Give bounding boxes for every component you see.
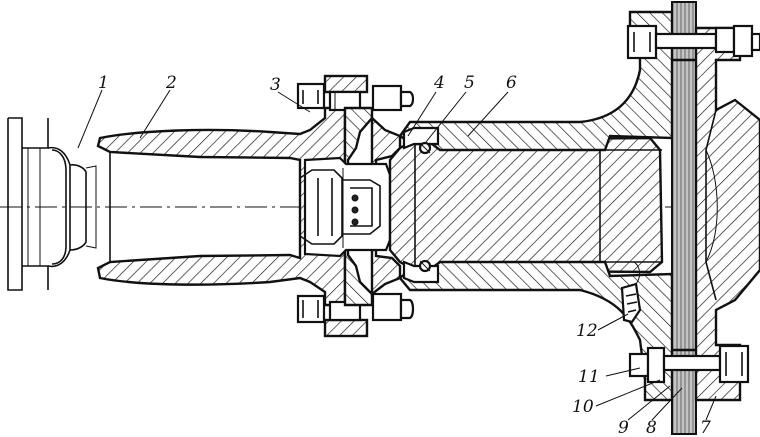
left-hub-housing bbox=[96, 106, 347, 307]
callout-10: 10 bbox=[572, 397, 594, 417]
callout-9: 9 bbox=[618, 418, 629, 437]
callout-11: 11 bbox=[578, 367, 600, 387]
leader-lines bbox=[77, 89, 717, 421]
main-shaft bbox=[388, 136, 664, 274]
flange-bolt-bottom-left bbox=[296, 292, 415, 338]
callout-4: 4 bbox=[433, 73, 445, 93]
callout-5: 5 bbox=[464, 73, 475, 93]
center-nut bbox=[299, 156, 392, 258]
output-flange bbox=[694, 26, 760, 402]
callout-labels: 1 2 3 4 5 6 7 8 9 10 11 12 bbox=[98, 73, 711, 437]
callout-7: 7 bbox=[700, 418, 711, 437]
disc-bolt-bottom bbox=[628, 344, 750, 384]
callout-2: 2 bbox=[165, 73, 177, 93]
middle-flange bbox=[343, 106, 402, 307]
callout-1: 1 bbox=[98, 73, 109, 93]
seal-ring-top bbox=[402, 126, 440, 155]
grease-nipple bbox=[620, 261, 642, 324]
seal-ring-bottom bbox=[402, 259, 440, 284]
disc-bolt-top bbox=[626, 24, 760, 60]
callout-12: 12 bbox=[576, 321, 598, 341]
callout-8: 8 bbox=[646, 418, 657, 437]
input-flange bbox=[7, 117, 97, 291]
callout-6: 6 bbox=[506, 73, 517, 93]
flange-bolt-top-left bbox=[296, 74, 415, 112]
callout-3: 3 bbox=[270, 75, 281, 95]
